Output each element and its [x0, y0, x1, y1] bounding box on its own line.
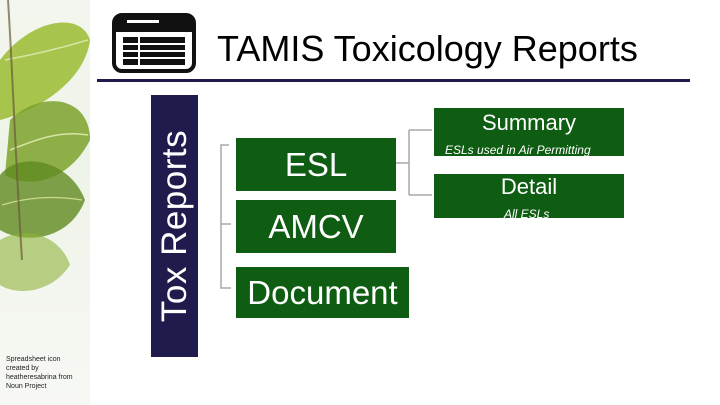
node-summary: Summary: [434, 108, 624, 156]
node-esl: ESL: [236, 138, 396, 191]
sidebar-label-bar: Tox Reports: [151, 95, 198, 357]
node-document: Document: [236, 267, 409, 318]
spreadsheet-icon: [111, 12, 197, 74]
page-title: TAMIS Toxicology Reports: [217, 28, 638, 69]
summary-note: ESLs used in Air Permitting: [445, 143, 591, 157]
icon-credit: Spreadsheet icon created by heatheresabr…: [6, 355, 88, 391]
detail-note: All ESLs: [504, 207, 550, 221]
node-detail: Detail: [434, 174, 624, 218]
title-divider: [97, 79, 690, 82]
leaf-background-image: [0, 0, 90, 405]
connector-left: [220, 144, 231, 289]
credit-line: Noun Project: [6, 383, 47, 390]
node-amcv: AMCV: [236, 200, 396, 253]
credit-line: created by: [6, 365, 39, 372]
credit-line: Spreadsheet icon: [6, 356, 61, 363]
credit-line: heatheresabrina from: [6, 374, 73, 381]
